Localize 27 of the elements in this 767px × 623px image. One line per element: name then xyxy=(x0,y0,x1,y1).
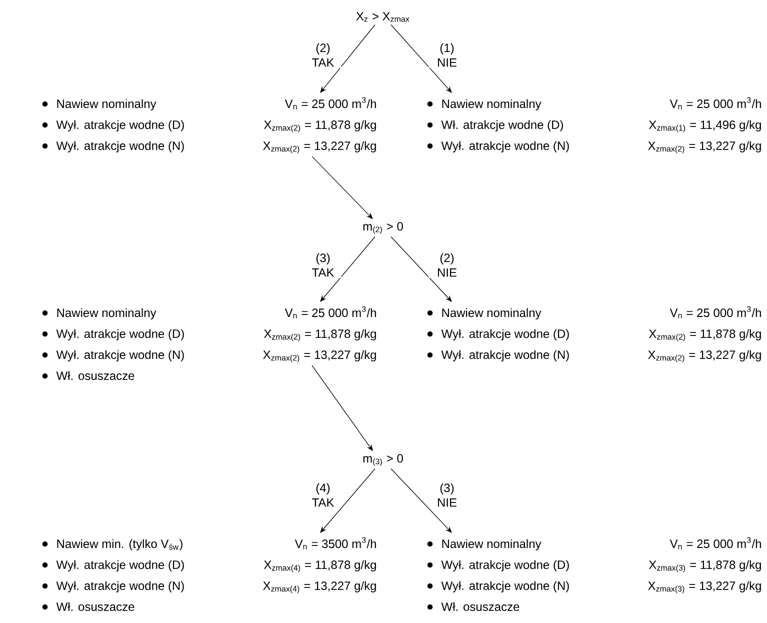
formula-list: V$_{n}$ = 25 000 m$^{3}$/h X$_{zmax(2)}$ = 11,878 g/kg X$_{zmax(2)}$ = 13,227 g/kg xyxy=(263,306,376,362)
edge-label: (4) TAK xyxy=(304,482,342,508)
edge-label: (3) NIE xyxy=(428,482,466,508)
condition-text: m$_{(3)}$ > 0 xyxy=(363,454,403,466)
bullet-list: Nawiew nominalny Wył. atrakcje wodne (D) Wył. atrakcje wodne (N) Wł. osuszacze xyxy=(56,308,184,380)
bullet-list: Nawiew nominalny Wył. atrakcje wodne (D) Wył. atrakcje wodne (N) Wł. osuszacze xyxy=(441,539,569,611)
arrow xyxy=(320,236,376,302)
formula-list: V$_{n}$ = 25 000 m$^{3}$/h X$_{zmax(2)}$ = 11,878 g/kg X$_{zmax(2)}$ = 13,227 g/kg xyxy=(648,306,761,362)
bullet-list: Nawiew nominalny Wł. atrakcje wodne (D) Wył. atrakcje wodne (N) xyxy=(441,99,569,152)
arrow xyxy=(390,468,452,533)
formula-list: V$_{n}$ = 25 000 m$^{3}$/h X$_{zmax(3)}$ = 11,878 g/kg X$_{zmax(3)}$ = 13,227 g/kg xyxy=(648,537,761,594)
edge-label: (1) NIE xyxy=(428,42,466,68)
formula-list: V$_{n}$ = 25 000 m$^{3}$/h X$_{zmax(1)}$ = 11,496 g/kg X$_{zmax(2)}$ = 13,227 g/kg xyxy=(648,97,761,154)
bullet-list: Nawiew nominalny Wył. atrakcje wodne (D) Wył. atrakcje wodne (N) xyxy=(56,99,184,152)
bullet-list: Nawiew nominalny Wył. atrakcje wodne (D) Wył. atrakcje wodne (N) xyxy=(441,308,569,362)
condition-text: m$_{(2)}$ > 0 xyxy=(363,222,403,234)
condition-text: X$_{z}$ > X$_{zmax}$ xyxy=(356,12,410,22)
formula-list: V$_{n}$ = 25 000 m$^{3}$/h X$_{zmax(2)}$ = 11,878 g/kg X$_{zmax(2)}$ = 13,227 g/kg xyxy=(263,97,376,154)
edge-label: (2) TAK xyxy=(304,42,342,68)
arrow xyxy=(320,468,376,533)
bullet-list: Nawiew min. (tylko V$_{św}$) Wył. atrakcje wodne (D) Wył. atrakcje wodne (N) Wł. osuszacze xyxy=(56,539,184,611)
formula-list: V$_{n}$ = 3500 m$^{3}$/h X$_{zmax(4)}$ = 11,878 g/kg X$_{zmax(4)}$ = 13,227 g/kg xyxy=(263,537,376,594)
arrow xyxy=(320,24,376,93)
edge-label: (2) NIE xyxy=(428,252,466,278)
arrow xyxy=(390,236,452,302)
arrow xyxy=(390,24,452,93)
edge-label: (3) TAK xyxy=(304,252,342,278)
